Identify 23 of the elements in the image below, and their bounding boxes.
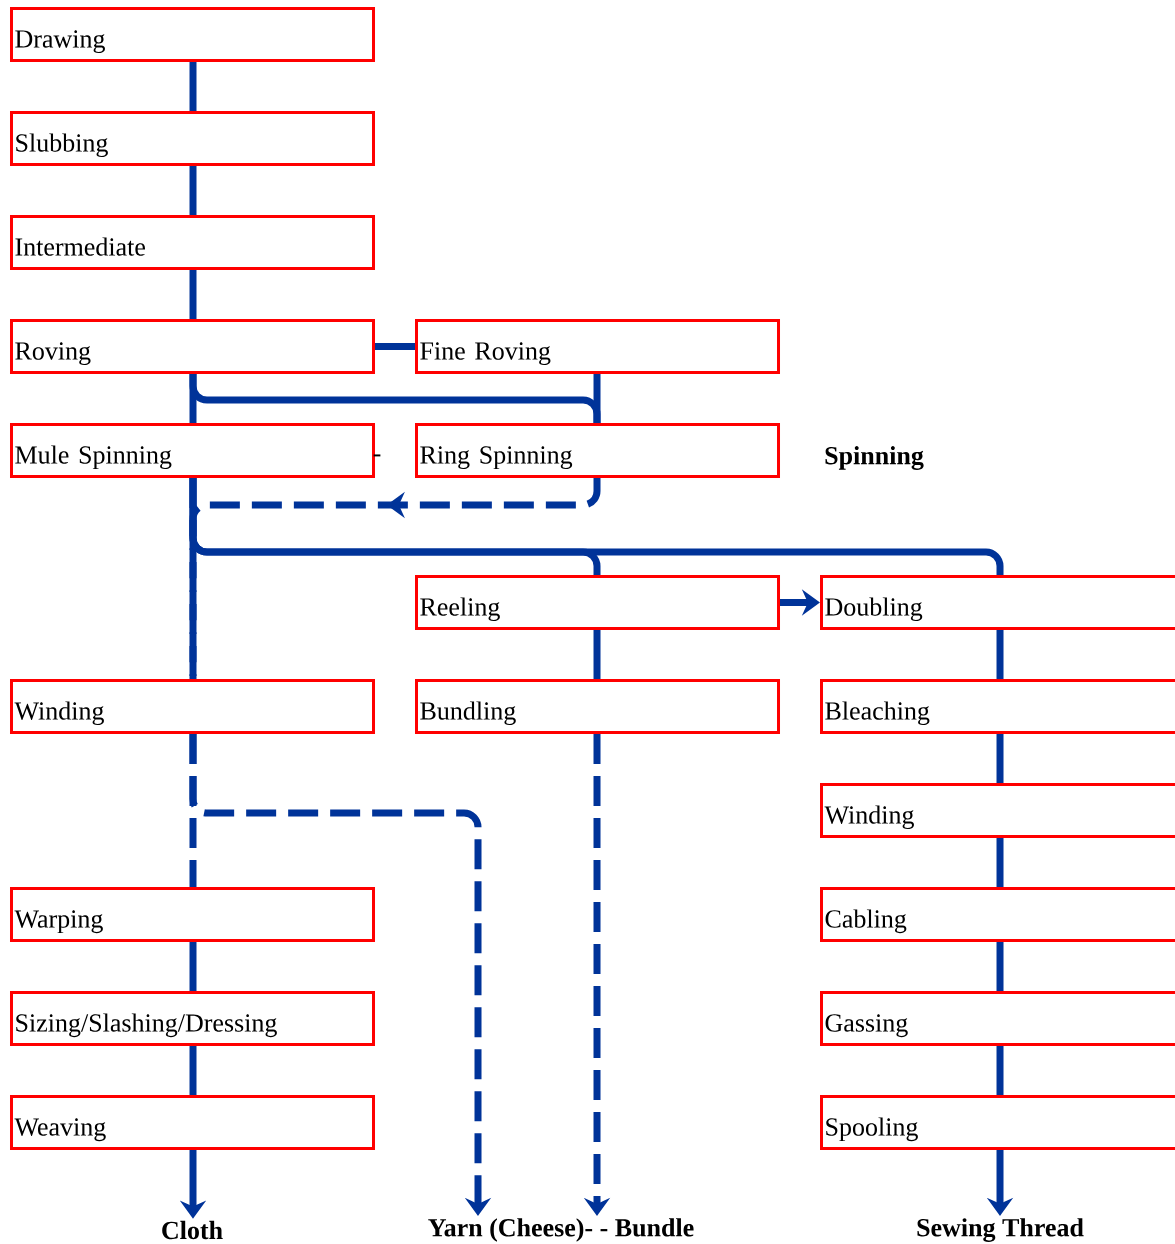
process-box: Reeling [415,575,780,630]
process-box: Gassing [820,991,1175,1046]
section-label: Spinning [825,446,924,470]
process-box: Winding [820,783,1175,838]
dash-mark: - [373,454,381,457]
process-box: Roving [10,319,375,374]
outcome-label: Cloth [162,1220,223,1240]
outcome-label: Yarn (Cheese)- - Bundle [428,1218,694,1242]
process-box: Warping [10,887,375,942]
process-box: Bleaching [820,679,1175,734]
process-box: Doubling [820,575,1175,630]
process-box: Bundling [415,679,780,734]
process-box: Intermediate [10,215,375,270]
process-box: Slubbing [10,111,375,166]
process-box: Cabling [820,887,1175,942]
outcome-label: Sewing Thread [917,1218,1084,1242]
process-box: Spooling [820,1095,1175,1150]
process-box: Sizing/Slashing/Dressing [10,991,375,1046]
process-box: Weaving [10,1095,375,1150]
process-box: Fine Roving [415,319,780,374]
process-box: Ring Spinning [415,423,780,478]
process-box: Winding [10,679,375,734]
process-box: Drawing [10,7,375,62]
